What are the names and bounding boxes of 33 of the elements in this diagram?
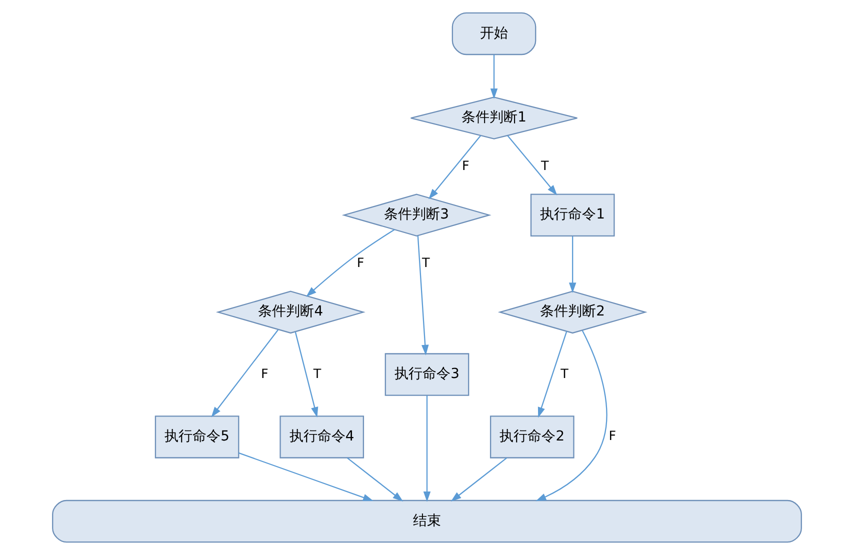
- edge-label: T: [540, 158, 548, 173]
- edge-label: F: [462, 158, 469, 173]
- arrow: [422, 396, 430, 502]
- arrow: [294, 332, 318, 418]
- node-box: 结束: [52, 500, 802, 543]
- node-diamond: 条件判断4: [215, 290, 365, 334]
- node-box: 执行命令3: [384, 353, 469, 396]
- edge-label: T: [312, 366, 321, 381]
- node-box: 执行命令4: [279, 416, 364, 458]
- arrow: [450, 458, 507, 502]
- node-box: 开始: [451, 12, 536, 56]
- node-diamond: 条件判断2: [497, 290, 647, 334]
- arrow: [306, 229, 394, 297]
- edge-label: T: [560, 366, 568, 381]
- node-box: 执行命令5: [154, 416, 239, 458]
- arrow: [346, 458, 403, 502]
- node-box: 执行命令1: [530, 194, 614, 236]
- node-diamond: 条件判断3: [341, 194, 491, 236]
- arrow: [568, 236, 576, 294]
- arrow: [238, 452, 373, 502]
- edge-label: F: [260, 366, 268, 381]
- arrow: [506, 135, 557, 196]
- edge-label: F: [608, 428, 616, 444]
- arrow: [428, 135, 480, 200]
- arrow: [535, 330, 607, 502]
- arrow: [537, 331, 567, 418]
- node-diamond: 条件判断1: [410, 96, 578, 140]
- arrow: [210, 330, 278, 418]
- edge-label: F: [356, 254, 364, 270]
- node-box: 执行命令2: [489, 416, 574, 458]
- arrow: [416, 236, 428, 356]
- edge-label: T: [421, 254, 430, 270]
- arrow: [490, 54, 498, 99]
